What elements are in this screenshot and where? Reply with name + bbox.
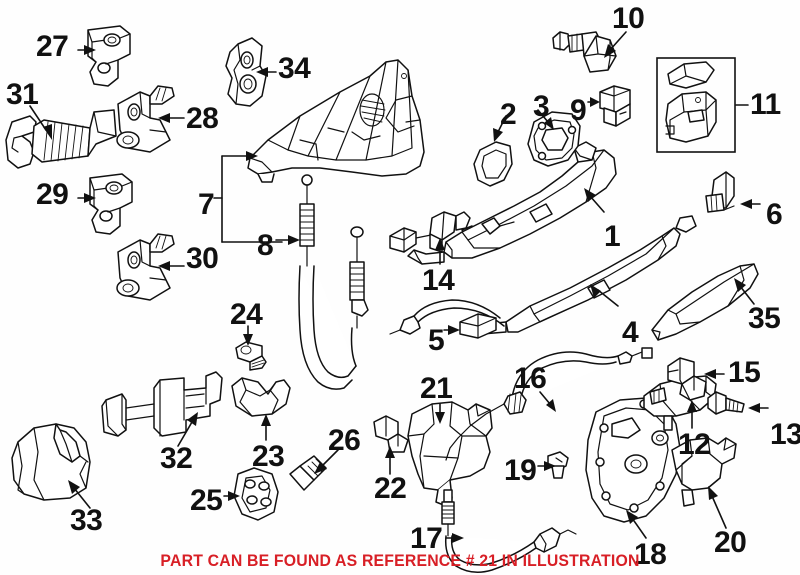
callout-label-32[interactable]: 32 (160, 442, 193, 475)
callout-label-26[interactable]: 26 (328, 424, 361, 457)
callout-label-22[interactable]: 22 (374, 472, 407, 505)
leader-lines (29, 31, 769, 543)
callout-label-5[interactable]: 5 (428, 324, 445, 357)
part-31-shape (5, 109, 117, 169)
part-13-shape (707, 391, 745, 415)
callout-label-12[interactable]: 12 (678, 428, 711, 461)
callout-label-13[interactable]: 13 (770, 418, 800, 451)
part-23-shape (231, 377, 291, 417)
part-8-shape (298, 174, 357, 390)
callout-label-28[interactable]: 28 (186, 102, 219, 135)
part-29-shape (89, 173, 133, 235)
part-32-shape (101, 371, 223, 437)
callout-label-20[interactable]: 20 (714, 526, 747, 559)
part-8-secondary-rod (349, 226, 369, 367)
callout-label-11[interactable]: 11 (750, 88, 781, 121)
part-25-shape (233, 467, 279, 521)
part-17-shape (441, 489, 577, 573)
callout-label-10[interactable]: 10 (612, 2, 645, 35)
part-28-shape (116, 85, 175, 153)
callout-label-31[interactable]: 31 (6, 78, 39, 111)
callout-label-6[interactable]: 6 (766, 198, 783, 231)
part-20-shape (671, 437, 737, 507)
callout-label-9[interactable]: 9 (570, 94, 587, 127)
part-9-shape (599, 85, 631, 127)
part-30-shape (116, 233, 175, 301)
part-10-shape (552, 31, 617, 73)
part-5-shape (459, 313, 497, 339)
part-7-shape (247, 59, 425, 183)
callout-label-35[interactable]: 35 (748, 302, 781, 335)
part-26-shape (289, 455, 327, 491)
part-6-shape (705, 171, 735, 213)
part-24-shape (235, 341, 267, 371)
callout-label-3[interactable]: 3 (533, 90, 550, 123)
part-21-shape (407, 401, 493, 507)
callout-label-18[interactable]: 18 (634, 538, 667, 571)
callout-label-14[interactable]: 14 (422, 264, 455, 297)
callout-label-7[interactable]: 7 (198, 188, 215, 221)
callout-label-19[interactable]: 19 (504, 454, 537, 487)
part-15-shape (667, 357, 707, 401)
part-33-shape (11, 423, 91, 501)
callout-label-17[interactable]: 17 (410, 522, 443, 555)
callout-label-29[interactable]: 29 (36, 178, 69, 211)
callout-label-8[interactable]: 8 (257, 229, 274, 262)
part-3-shape (527, 111, 581, 167)
callout-label-23[interactable]: 23 (252, 440, 285, 473)
callout-label-24[interactable]: 24 (230, 298, 263, 331)
part-11-box-group (656, 57, 736, 153)
part-35-shape (651, 263, 759, 341)
callout-label-21[interactable]: 21 (420, 372, 453, 405)
callout-label-33[interactable]: 33 (70, 504, 103, 537)
part-34-shape (225, 37, 267, 107)
callout-label-34[interactable]: 34 (278, 52, 311, 85)
callout-label-15[interactable]: 15 (728, 356, 761, 389)
callout-label-2[interactable]: 2 (500, 98, 517, 131)
part-1-shape (407, 141, 617, 265)
callout-label-27[interactable]: 27 (36, 30, 69, 63)
callout-label-1[interactable]: 1 (604, 220, 621, 253)
callout-label-25[interactable]: 25 (190, 484, 223, 517)
part-22-shape (373, 415, 409, 453)
callout-label-4[interactable]: 4 (622, 316, 639, 349)
part-2-shape (473, 141, 513, 187)
callout-label-16[interactable]: 16 (514, 362, 547, 395)
callout-label-30[interactable]: 30 (186, 242, 219, 275)
part-16-shape (445, 347, 653, 461)
reference-banner-text: PART CAN BE FOUND AS REFERENCE # 21 IN I… (160, 551, 640, 570)
part-27-shape (87, 25, 131, 87)
